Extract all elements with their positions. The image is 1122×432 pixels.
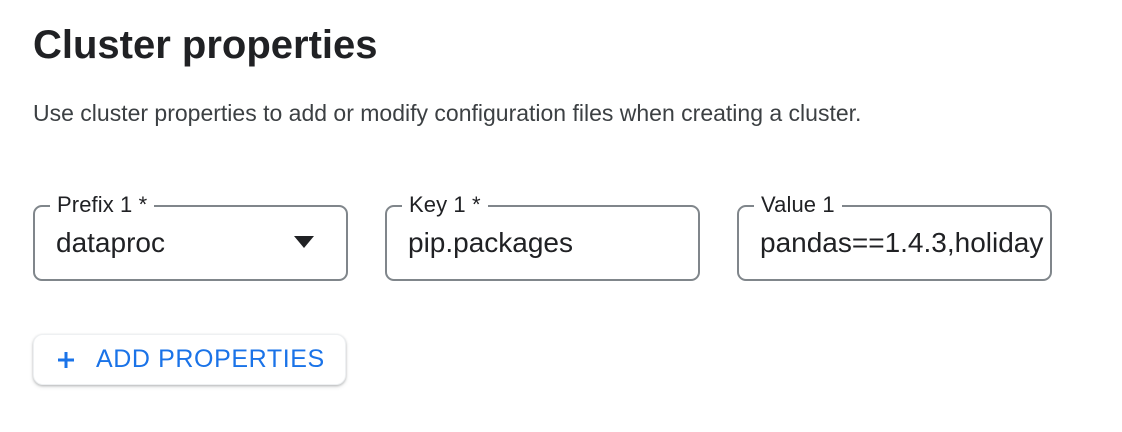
add-properties-label: ADD PROPERTIES xyxy=(96,345,325,373)
key-label: Key 1 * xyxy=(402,192,488,218)
value-field: Value 1 xyxy=(737,192,1052,281)
page-description: Use cluster properties to add or modify … xyxy=(33,100,862,126)
value-input[interactable] xyxy=(760,227,1048,259)
plus-icon xyxy=(54,348,78,372)
prefix-dropdown[interactable]: Prefix 1 * dataproc xyxy=(33,192,348,281)
property-fields-row: Prefix 1 * dataproc Key 1 * Value 1 xyxy=(33,192,1092,281)
page-title: Cluster properties xyxy=(33,23,378,67)
key-input[interactable] xyxy=(408,227,696,259)
prefix-selected-value: dataproc xyxy=(56,227,165,258)
prefix-label: Prefix 1 * xyxy=(50,192,155,218)
dropdown-arrow-icon[interactable] xyxy=(294,236,314,248)
value-label: Value 1 xyxy=(754,192,842,218)
key-field: Key 1 * xyxy=(385,192,700,281)
add-properties-button[interactable]: ADD PROPERTIES xyxy=(33,334,346,385)
cluster-properties-section: Cluster properties Use cluster propertie… xyxy=(33,23,1092,385)
